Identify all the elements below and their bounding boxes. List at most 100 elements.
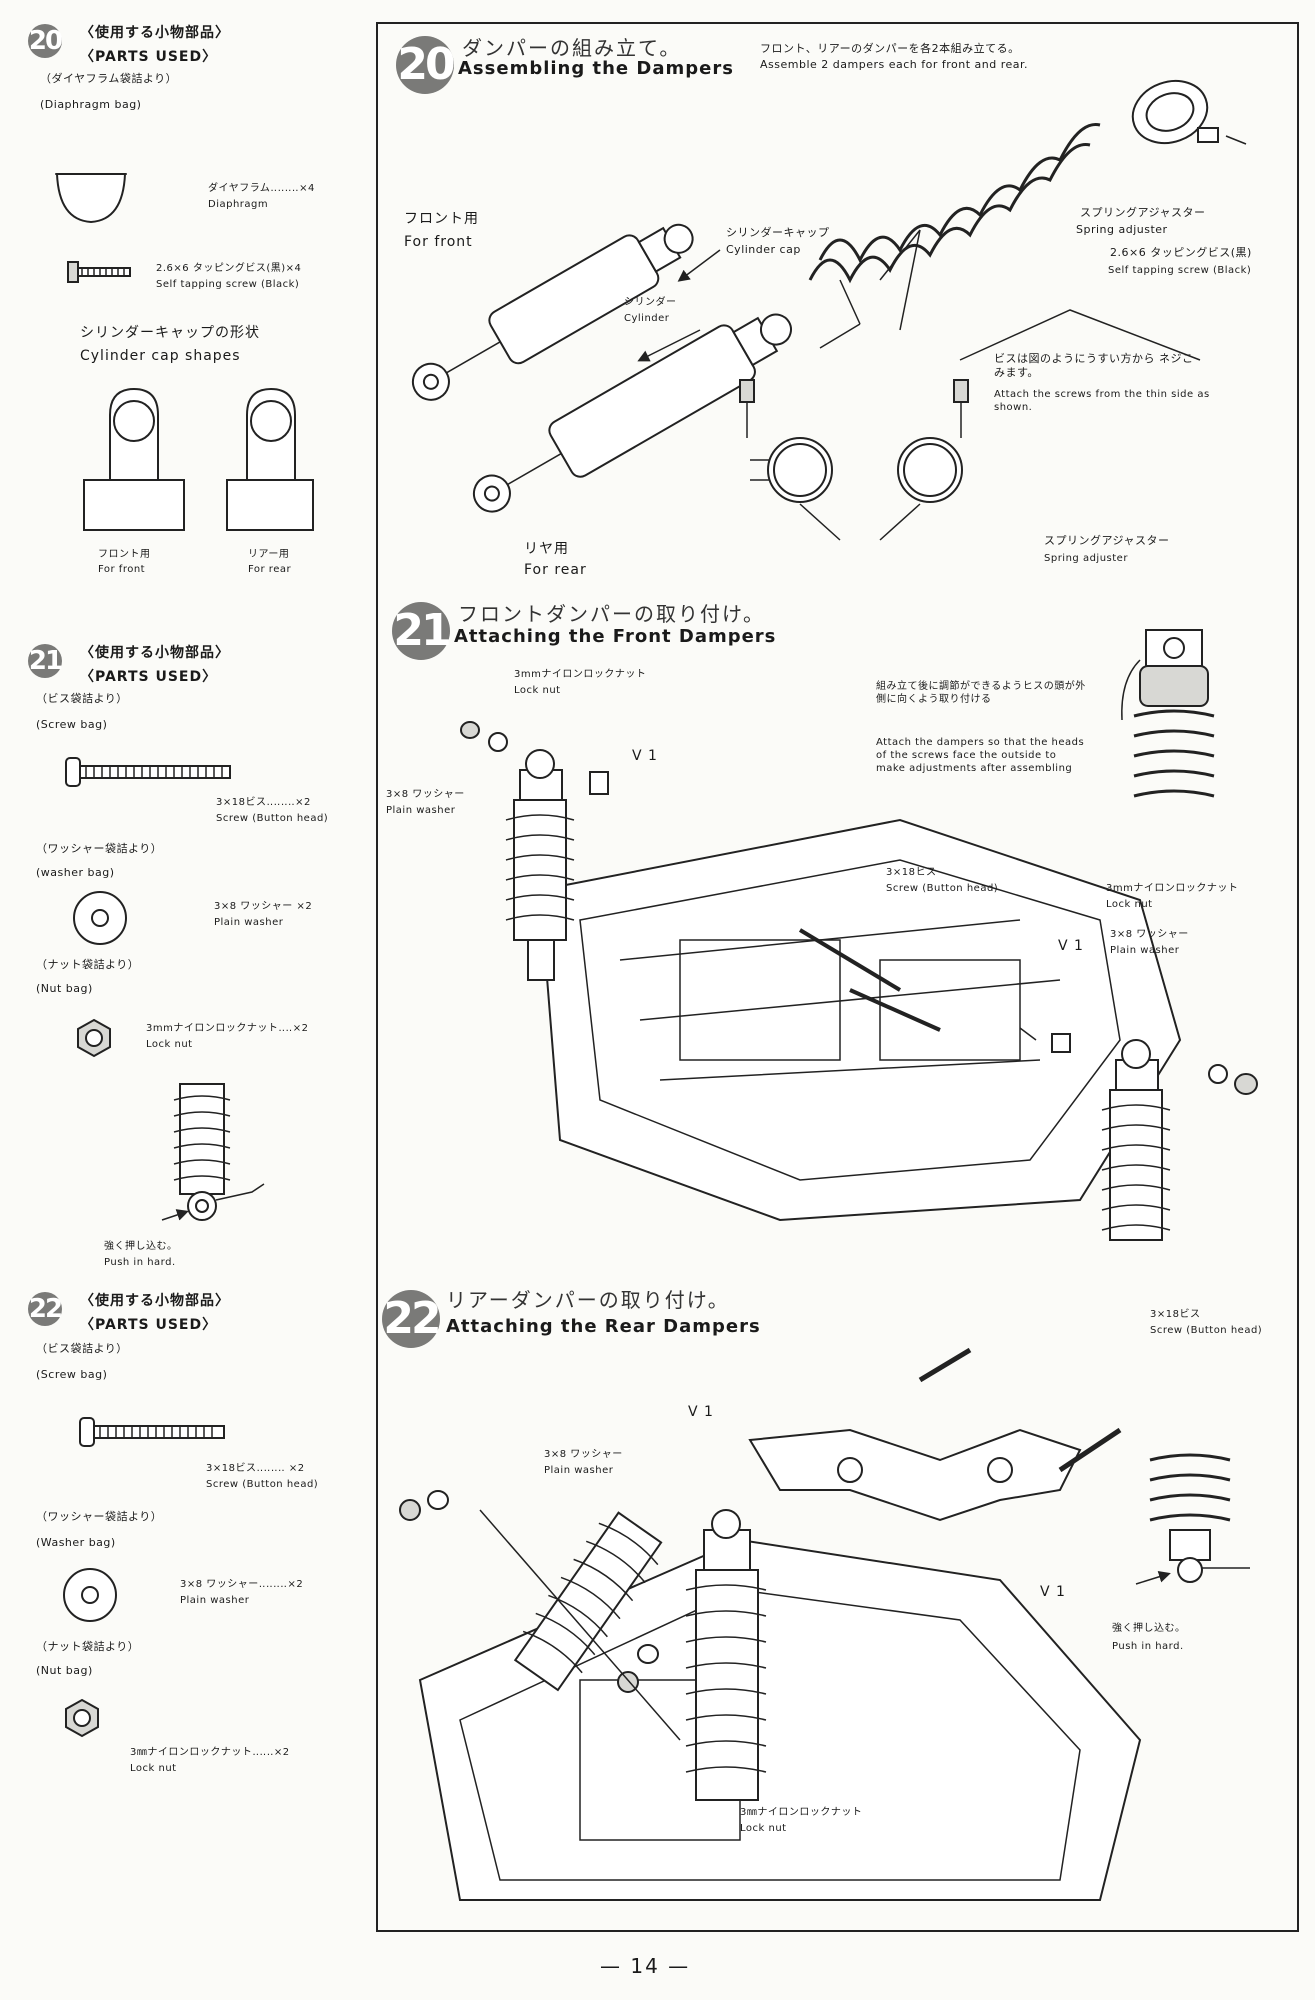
v1-label: V 1 bbox=[1040, 1584, 1066, 1600]
step-badge-22-large: 22 bbox=[382, 1290, 442, 1348]
cap-front-jp: フロント用 bbox=[98, 549, 151, 560]
screw-qty-jp: 3×18ビス‥‥‥‥ ×2 bbox=[206, 1463, 305, 1474]
washer-qty-jp: 3×8 ワッシャー‥‥‥‥×2 bbox=[180, 1579, 304, 1590]
washer-qty-jp: 3×8 ワッシャー ×2 bbox=[214, 901, 313, 912]
front-damper-en: For front bbox=[404, 234, 473, 250]
step-title-en: Attaching the Front Dampers bbox=[454, 626, 777, 647]
cap-rear-en: For rear bbox=[248, 564, 292, 575]
washer-icon bbox=[73, 891, 127, 945]
nut-qty-en: Lock nut bbox=[146, 1039, 193, 1050]
front-damper-mount-illustration bbox=[460, 721, 1258, 1241]
step-badge-21-large: 21 bbox=[392, 602, 452, 660]
step-title-jp: ダンパーの組み立て。 bbox=[462, 36, 682, 60]
push-in-jp: 強く押し込む。 bbox=[1112, 1623, 1186, 1634]
damper-push-detail bbox=[161, 1083, 265, 1221]
cylinder-jp: シリンダー bbox=[624, 297, 677, 308]
screw-label-en: Self tapping screw (Black) bbox=[156, 279, 300, 290]
page-number: — 14 — bbox=[600, 1954, 691, 1978]
screw-bag-en: (Screw bag) bbox=[36, 1368, 108, 1381]
assembly-frame bbox=[376, 22, 1299, 1932]
bag-label-en: (Diaphragm bag) bbox=[40, 98, 142, 111]
rear-damper-en: For rear bbox=[524, 562, 587, 578]
lock-nut-icon bbox=[77, 1018, 111, 1058]
washer-bag-en: (Washer bag) bbox=[36, 1536, 116, 1549]
washer-bag-jp: （ワッシャー袋詰より） bbox=[36, 842, 163, 855]
screw-button-head-en: Screw (Button head) bbox=[1150, 1325, 1263, 1336]
screw-label-jp: 2.6×6 タッピングビス(黒)×4 bbox=[156, 263, 302, 274]
parts-heading-jp: 〈使用する小物部品〉 bbox=[80, 645, 230, 661]
lock-nut-jp: 3mmナイロンロックナット bbox=[1106, 883, 1239, 894]
step-title-en: Attaching the Rear Dampers bbox=[446, 1316, 761, 1337]
nut-bag-jp: （ナット袋詰より） bbox=[36, 958, 140, 971]
parts-heading-en: 〈PARTS USED〉 bbox=[80, 669, 218, 685]
parts-heading-jp: 〈使用する小物部品〉 bbox=[80, 25, 230, 41]
washer-bag-jp: （ワッシャー袋詰より） bbox=[36, 1510, 163, 1523]
diaphragm-label-en: Diaphragm bbox=[208, 199, 269, 210]
push-in-en: Push in hard. bbox=[104, 1257, 176, 1268]
washer-bag-en: (washer bag) bbox=[36, 866, 115, 879]
attach-screws-en: Attach the screws from the thin side as … bbox=[994, 389, 1210, 413]
nut-qty-jp: 3mmナイロンロックナット‥‥×2 bbox=[146, 1023, 309, 1034]
step-note-jp: フロント、リアーのダンパーを各2本組み立てる。 bbox=[760, 42, 1020, 55]
cylinder-cap-jp: シリンダーキャップ bbox=[726, 226, 830, 239]
step-title-jp: リアーダンパーの取り付け。 bbox=[446, 1288, 730, 1312]
nut-bag-en: (Nut bag) bbox=[36, 1664, 93, 1677]
tapping-screw-en: Self tapping screw (Black) bbox=[1108, 265, 1252, 276]
cylinder-en: Cylinder bbox=[624, 313, 670, 324]
push-in-detail bbox=[1135, 1453, 1250, 1585]
washer-icon bbox=[63, 1568, 117, 1622]
cap-rear-jp: リアー用 bbox=[248, 549, 290, 560]
rear-cylinder-cap-icon bbox=[226, 387, 314, 531]
screw-button-head-en: Screw (Button head) bbox=[886, 883, 999, 894]
v1-label: V 1 bbox=[688, 1404, 714, 1420]
push-in-jp: 強く押し込む。 bbox=[104, 1241, 178, 1252]
parts-heading-en: 〈PARTS USED〉 bbox=[80, 1317, 218, 1333]
screw-qty-en: Screw (Button head) bbox=[206, 1479, 319, 1490]
front-damper-jp: フロント用 bbox=[404, 211, 479, 227]
nut-bag-jp: （ナット袋詰より） bbox=[36, 1640, 140, 1653]
lock-nut-jp: 3mmナイロンロックナット bbox=[514, 669, 647, 680]
damper-assembly-illustration bbox=[411, 79, 1247, 541]
bag-label-jp: （ダイヤフラム袋詰より） bbox=[40, 72, 178, 85]
adjust-tip-jp: 組み立て後に調節ができるようヒスの頭が外側に向くよう取り付ける bbox=[876, 681, 1086, 705]
step-title-jp: フロントダンパーの取り付け。 bbox=[458, 602, 765, 626]
plain-washer-en: Plain washer bbox=[386, 805, 456, 816]
diaphragm-label-jp: ダイヤフラム‥‥‥‥×4 bbox=[208, 183, 315, 194]
screw-qty-en: Screw (Button head) bbox=[216, 813, 329, 824]
screw-bag-jp: （ビス袋詰より） bbox=[36, 1342, 128, 1355]
tapping-screw-illustration bbox=[67, 261, 131, 283]
lock-nut-en: Lock nut bbox=[1106, 899, 1153, 910]
screw-head-detail bbox=[1121, 629, 1215, 798]
nut-qty-en: Lock nut bbox=[130, 1763, 177, 1774]
diaphragm-illustration bbox=[55, 173, 127, 224]
step-badge-20-large: 20 bbox=[396, 36, 456, 94]
v1-label: V 1 bbox=[632, 748, 658, 764]
parts-heading-en: 〈PARTS USED〉 bbox=[80, 49, 218, 65]
lock-nut-en: Lock nut bbox=[514, 685, 561, 696]
spring-adjuster-jp: スプリングアジャスター bbox=[1080, 206, 1206, 219]
step-badge-21: 21 bbox=[28, 644, 63, 678]
button-head-screw-icon bbox=[79, 1417, 225, 1447]
step-badge-22: 22 bbox=[28, 1292, 63, 1326]
attach-screws-jp: ビスは図のようにうすい方から ネジこみます。 bbox=[994, 352, 1194, 380]
lock-nut-en: Lock nut bbox=[740, 1823, 787, 1834]
push-in-en: Push in hard. bbox=[1112, 1641, 1184, 1652]
screw-button-head-jp: 3×18ビス bbox=[1150, 1309, 1201, 1320]
screw-bag-en: (Screw bag) bbox=[36, 718, 108, 731]
nut-qty-jp: 3㎜ナイロンロックナット‥‥‥×2 bbox=[130, 1747, 290, 1758]
plain-washer-jp: 3×8 ワッシャー bbox=[1110, 929, 1189, 940]
plain-washer-en: Plain washer bbox=[544, 1465, 614, 1476]
plain-washer-en: Plain washer bbox=[1110, 945, 1180, 956]
spring-adjuster-detail-jp: スプリングアジャスター bbox=[1044, 534, 1170, 547]
v1-label: V 1 bbox=[1058, 938, 1084, 954]
rear-damper-jp: リヤ用 bbox=[524, 541, 569, 557]
washer-qty-en: Plain washer bbox=[180, 1595, 250, 1606]
screw-button-head-jp: 3×18ヒス bbox=[886, 867, 937, 878]
tapping-screw-jp: 2.6×6 タッピングビス(黒) bbox=[1110, 246, 1252, 259]
step-note-en: Assemble 2 dampers each for front and re… bbox=[760, 58, 1029, 71]
nut-bag-en: (Nut bag) bbox=[36, 982, 93, 995]
step-badge-20: 20 bbox=[28, 24, 63, 58]
front-cylinder-cap-icon bbox=[83, 387, 185, 531]
lock-nut-icon bbox=[65, 1698, 99, 1738]
lock-nut-jp: 3㎜ナイロンロックナット bbox=[740, 1807, 863, 1818]
